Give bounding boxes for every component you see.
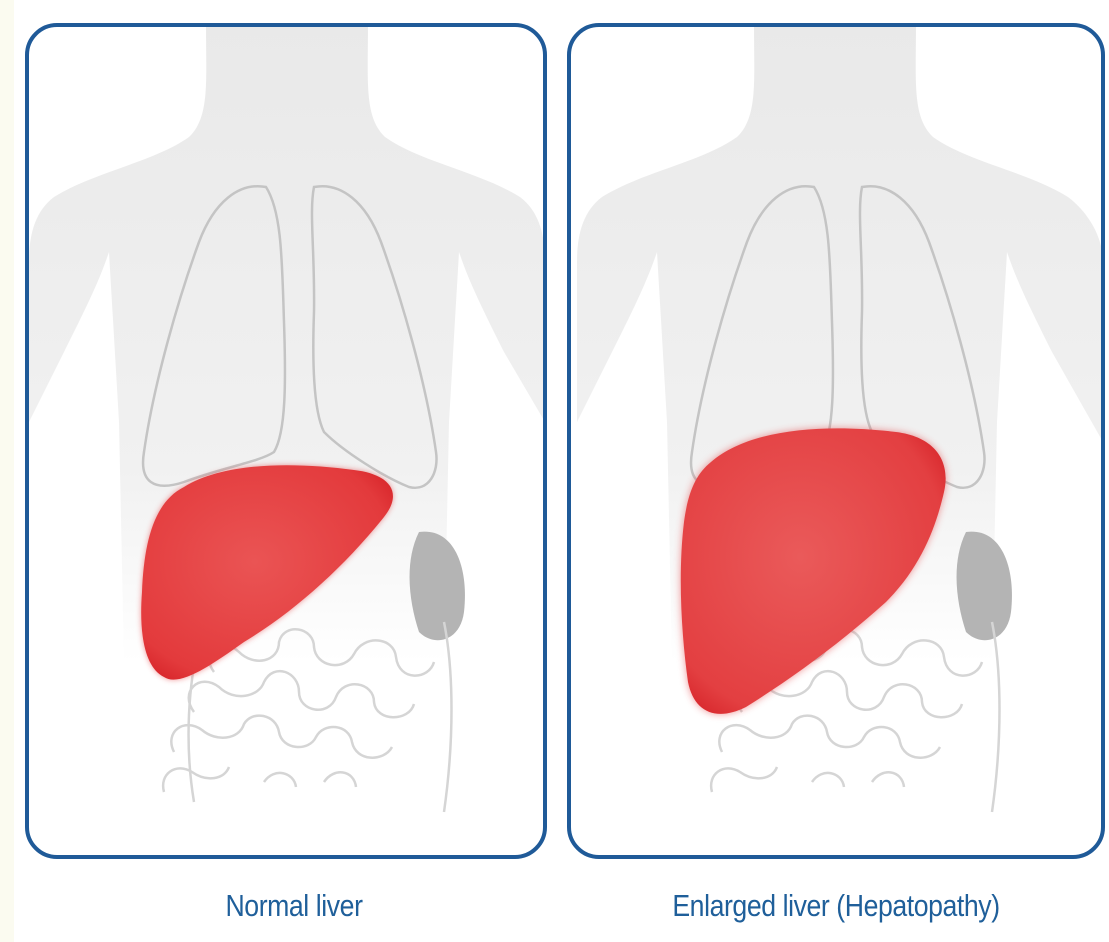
enlarged-liver-figure	[566, 22, 1106, 867]
normal-liver-figure	[24, 22, 558, 867]
enlarged-liver-caption: Enlarged liver (Hepatopathy)	[604, 888, 1068, 928]
normal-liver-panel	[24, 22, 546, 864]
enlarged-liver-panel	[566, 22, 1105, 864]
normal-liver-caption: Normal liver	[53, 888, 535, 928]
